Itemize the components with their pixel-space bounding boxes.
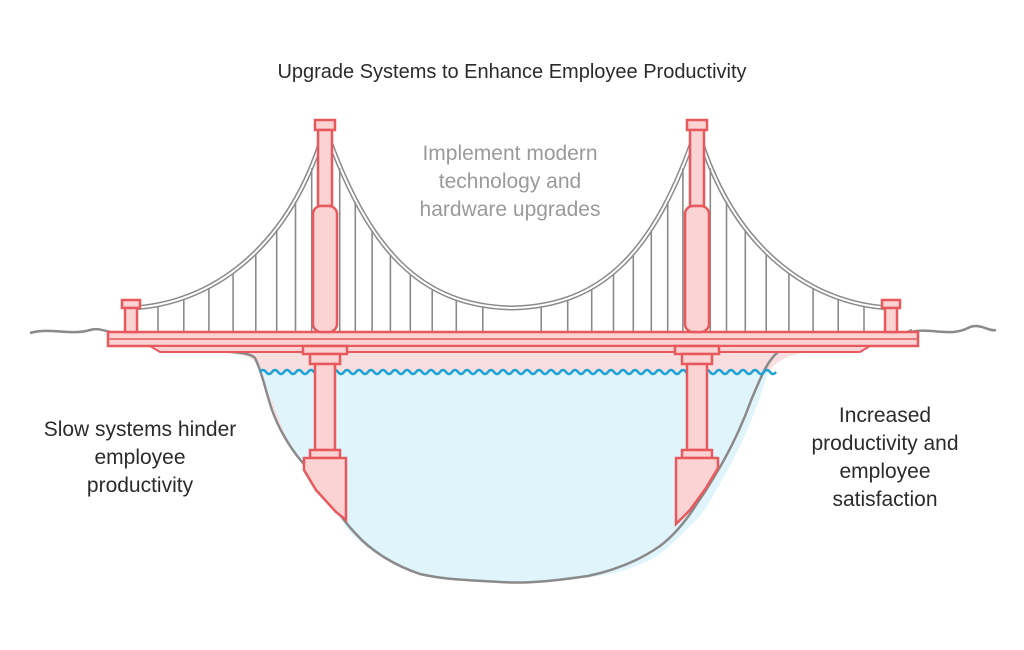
outcome-label-line: productivity and — [811, 432, 959, 455]
bridge-label-line: technology and — [438, 170, 582, 193]
ground-line-left — [29, 327, 119, 335]
problem-label-line: Slow systems hinder — [43, 418, 237, 441]
outcome-label-line: satisfaction — [832, 488, 938, 511]
ground-line-right — [907, 324, 997, 335]
outcome-label-line: employee — [839, 460, 931, 483]
diagram-title: Upgrade Systems to Enhance Employee Prod… — [277, 61, 747, 83]
deck-underbeam — [146, 345, 874, 353]
left-tower — [301, 118, 349, 523]
outcome-label-line: Increased — [838, 404, 932, 427]
bridge-label-line: Implement modern — [422, 142, 598, 165]
hanger-cables — [157, 168, 865, 332]
water — [260, 372, 768, 583]
problem-label: Slow systems hinder employee productivit… — [10, 416, 270, 500]
main-cable-right-inner — [696, 127, 891, 309]
right-end-post — [880, 298, 902, 334]
problem-label-line: employee — [94, 446, 186, 469]
problem-label-line: productivity — [86, 474, 194, 497]
bridge-label: Implement modern technology and hardware… — [380, 140, 640, 224]
right-tower — [673, 118, 721, 528]
main-cable-center-inner — [324, 127, 698, 310]
bridge-label-line: hardware upgrades — [419, 198, 601, 221]
chasm-outline — [111, 328, 913, 584]
main-cable-left-inner — [131, 127, 326, 309]
left-end-post — [120, 298, 142, 334]
outcome-label: Increased productivity and employee sati… — [760, 402, 1010, 514]
